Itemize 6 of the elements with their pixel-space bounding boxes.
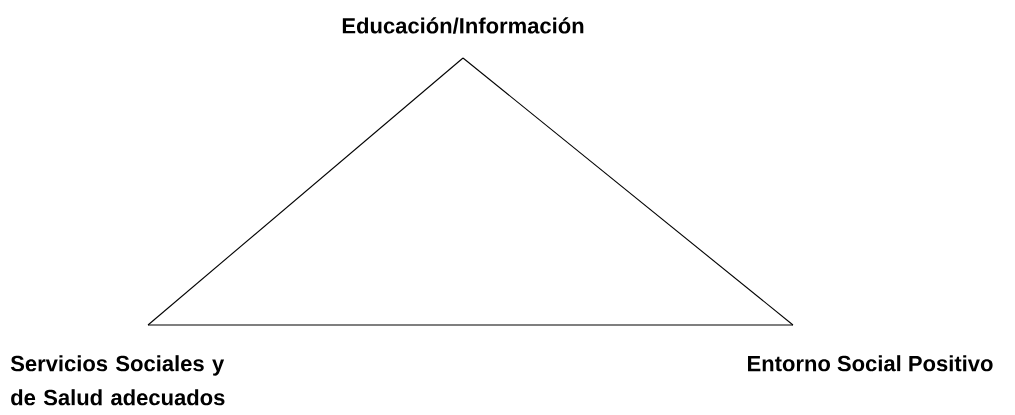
vertex-label: Entorno Social Positivo	[748, 355, 993, 372]
triangle-side	[147, 324, 794, 326]
triangle-side	[462, 57, 794, 326]
vertex-label: Educación/Información	[342, 17, 584, 34]
vertex-label: Servicios Sociales y de Salud adecuados	[10, 355, 225, 406]
triangle-side	[147, 57, 464, 326]
